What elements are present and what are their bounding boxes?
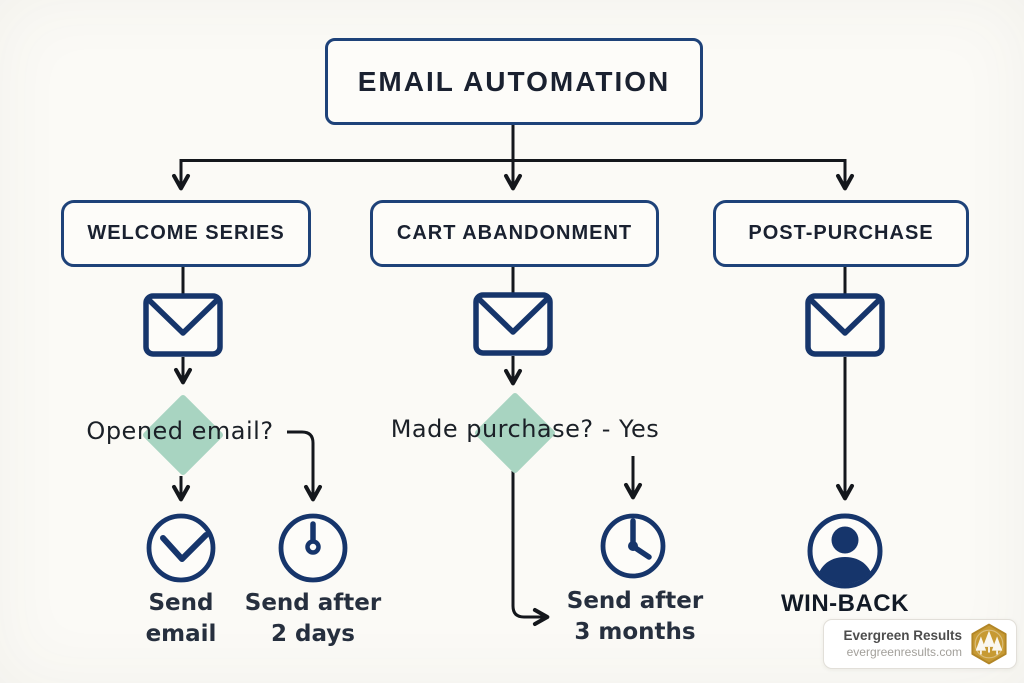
decision-label-made-purchase: Made purchase? - Yes <box>390 415 660 443</box>
outcome-label-send-after-3-months: Send after 3 months <box>555 586 715 648</box>
brand-watermark-card: Evergreen Results evergreenresults.com <box>823 619 1017 669</box>
brand-url: evergreenresults.com <box>846 644 962 659</box>
brand-name: Evergreen Results <box>843 628 962 644</box>
branch-node-cart-abandonment: CART ABANDONMENT <box>370 200 659 267</box>
outcome-line: 2 days <box>271 621 355 647</box>
tree-connectors <box>172 120 854 626</box>
outcome-label-send-email: Send email <box>106 588 256 650</box>
outcome-line: Send <box>148 590 214 616</box>
envelope-icon <box>143 293 223 357</box>
outcome-label-win-back: WIN-BACK <box>765 588 925 619</box>
outcome-line: 3 months <box>574 619 696 645</box>
person-icon <box>807 513 883 589</box>
outcome-line: Send after <box>244 590 382 616</box>
decision-label-opened-email: Opened email? <box>86 417 274 445</box>
clock-icon <box>278 513 348 583</box>
decision-diamond <box>143 395 223 475</box>
outcome-line: email <box>145 621 217 647</box>
check-circle-icon <box>146 513 216 583</box>
clock-icon <box>600 513 666 579</box>
envelope-icon <box>805 293 885 357</box>
root-node-email-automation: EMAIL AUTOMATION <box>325 38 703 125</box>
pine-trees-badge-icon <box>971 623 1007 665</box>
outcome-line: Send after <box>566 588 704 614</box>
branch-node-post-purchase: POST-PURCHASE <box>713 200 969 267</box>
outcome-label-send-after-2-days: Send after 2 days <box>238 588 388 650</box>
decision-diamond <box>475 393 555 473</box>
outcome-line: WIN-BACK <box>781 590 909 617</box>
branch-node-welcome-series: WELCOME SERIES <box>61 200 311 267</box>
envelope-icon <box>473 292 553 356</box>
